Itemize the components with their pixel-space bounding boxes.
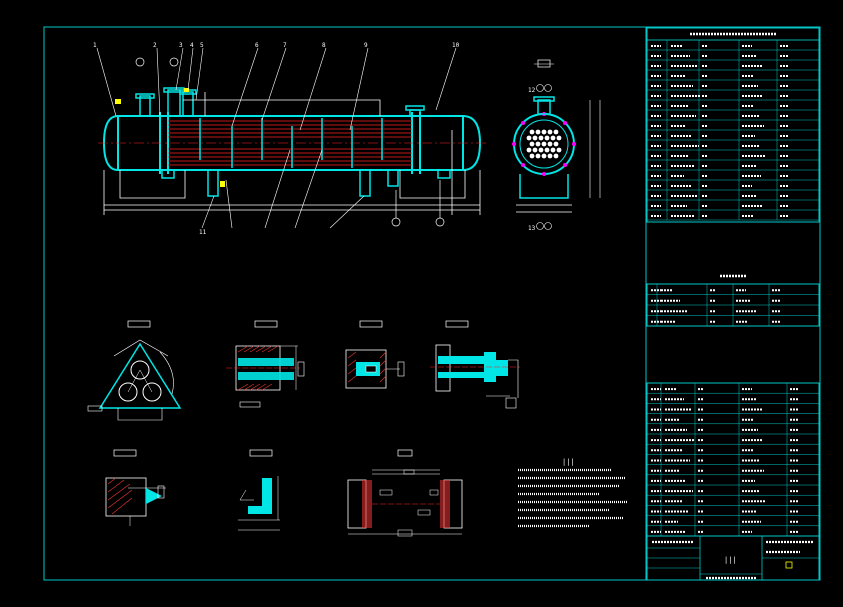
bottom-supports xyxy=(161,169,451,197)
detail-shell-joint xyxy=(105,449,166,526)
leader-lines-top xyxy=(96,47,457,131)
callout-number: 11 xyxy=(199,229,207,236)
circle-markers xyxy=(135,57,445,227)
parts-list-table xyxy=(646,382,820,537)
callout-number: 3 xyxy=(179,42,183,49)
tube-holes xyxy=(526,129,562,159)
tube-bundle xyxy=(168,120,412,166)
top-nozzles xyxy=(135,87,425,117)
callout-number: 2 xyxy=(153,42,157,49)
callout-number: 7 xyxy=(283,42,287,49)
callout-number: 1 xyxy=(93,42,97,49)
detail-corner-weld xyxy=(238,449,280,531)
baffles xyxy=(199,118,383,168)
callout-number: 5 xyxy=(200,42,204,49)
detail-flange xyxy=(430,320,520,409)
detail-tube-pattern xyxy=(87,320,182,421)
saddles xyxy=(103,130,481,215)
callout-number: 10 xyxy=(452,42,460,49)
detail-nozzle-weld xyxy=(345,320,405,389)
callout-number: 8 xyxy=(322,42,326,49)
detail-tube-joint xyxy=(226,320,305,408)
callout-number: 13 xyxy=(528,225,536,232)
param-rows xyxy=(647,39,819,221)
flange-bolts xyxy=(512,112,576,176)
title-block: ||| xyxy=(646,535,820,581)
callout-number: 4 xyxy=(190,42,194,49)
callout-number: 6 xyxy=(255,42,259,49)
technical-notes: ||| xyxy=(518,458,628,528)
callouts-front: 1 2 3 4 5 6 7 8 9 10 xyxy=(93,42,460,49)
callout-number: 12 xyxy=(528,87,536,94)
callout-number: 9 xyxy=(364,42,368,49)
drawing-frame xyxy=(43,26,821,581)
notes-heading: ||| xyxy=(562,458,575,466)
leader-lines-bottom xyxy=(201,149,365,229)
front-view: 1 2 3 4 5 6 7 8 9 10 11 xyxy=(93,42,488,236)
design-parameter-table xyxy=(646,27,820,223)
detail-expansion-section xyxy=(347,449,463,537)
title-block-mark: ||| xyxy=(724,556,737,564)
parts-rows xyxy=(647,382,819,537)
side-view: 12 13 xyxy=(512,59,601,232)
nozzle-table xyxy=(646,274,820,327)
nozzle-rows xyxy=(647,283,819,327)
